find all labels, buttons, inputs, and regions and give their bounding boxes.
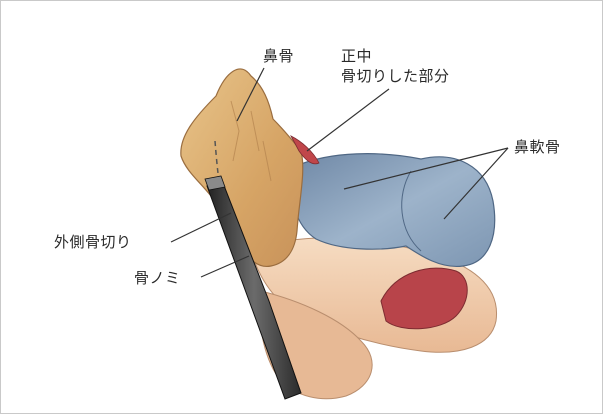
label-medial-osteotomy-line1: 正中 [341, 47, 372, 65]
label-nasal-cartilage: 鼻軟骨 [514, 138, 561, 156]
label-osteotome: 骨ノミ [134, 269, 181, 287]
leader-medial-osteotomy [307, 89, 389, 151]
label-lateral-osteotomy: 外側骨切り [54, 233, 132, 251]
osteotome-tip [205, 176, 225, 190]
label-medial-osteotomy-line2: 骨切りした部分 [341, 67, 450, 85]
label-nasal-bone: 鼻骨 [263, 47, 294, 65]
